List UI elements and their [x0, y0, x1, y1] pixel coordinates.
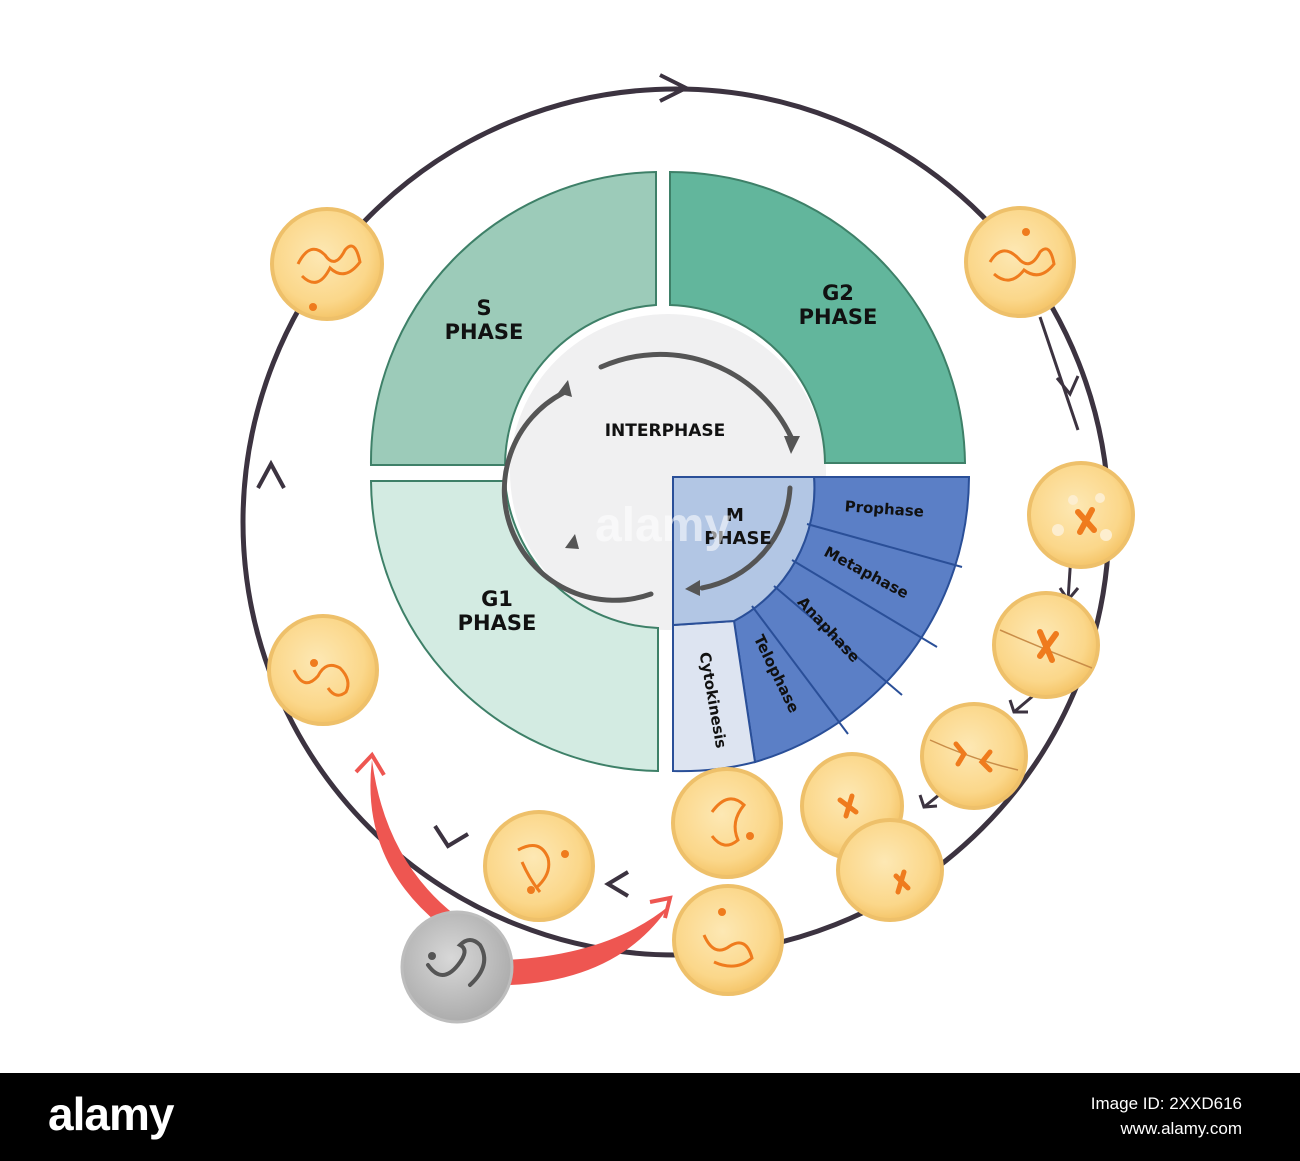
m-phase-label-line1: M [726, 505, 744, 526]
cell-metaphase [992, 591, 1100, 699]
cell-prophase [1027, 461, 1135, 569]
subphase-divider [806, 523, 963, 568]
footer-bar: alamy Image ID: 2XXD616 www.alamy.com [0, 1073, 1300, 1161]
cycle-arrow-lower-left [433, 824, 470, 849]
prophase-label: Prophase [844, 497, 924, 520]
inner-arrow-head [558, 380, 572, 397]
cell-g1-phase [267, 614, 379, 726]
g2-phase-label-line2: PHASE [799, 305, 878, 329]
subphase-divider [751, 605, 849, 735]
cell-cycle-diagram: S PHASE G2 PHASE G1 PHASE INTERPHASE M P… [240, 73, 1135, 1024]
g1-phase-sector [369, 480, 659, 773]
s-phase-label-line2: PHASE [445, 320, 524, 344]
s-phase-sector [369, 170, 657, 466]
cell-telophase [800, 752, 944, 922]
inner-arrow-head [685, 580, 700, 596]
cell-daughter-upper [671, 767, 783, 879]
m-phase-label-line2: PHASE [704, 528, 771, 549]
g0-arrows [354, 751, 673, 985]
footer-site: www.alamy.com [1120, 1119, 1242, 1138]
cell-g2-phase [964, 206, 1076, 318]
subphase-divider [773, 585, 903, 696]
inner-arrow-head [565, 534, 579, 549]
g1-phase-label-line1: G1 [481, 587, 513, 611]
g1-phase-label-line2: PHASE [458, 611, 537, 635]
g2-phase-sector [669, 170, 967, 464]
footer-logo: alamy [48, 1088, 174, 1140]
g2-phase-label-line1: G2 [822, 281, 854, 305]
cell-early-g1 [483, 810, 595, 922]
cell-daughter-lower [672, 884, 784, 996]
inner-arrow-head [784, 436, 800, 454]
inner-cycle-arrows [501, 351, 794, 603]
cell-anaphase [920, 702, 1028, 810]
s-phase-label-line1: S [476, 296, 491, 320]
interphase-label: INTERPHASE [605, 421, 726, 441]
cell-s-phase [270, 207, 384, 321]
cycle-arrow-left [256, 459, 286, 489]
g0-resting-cell [400, 910, 514, 1024]
cycle-arrow-bottom [604, 870, 630, 898]
cycle-arrow-top [659, 73, 691, 103]
subphase-divider [791, 559, 938, 648]
footer-image-id: Image ID: 2XXD616 [1090, 1094, 1242, 1113]
